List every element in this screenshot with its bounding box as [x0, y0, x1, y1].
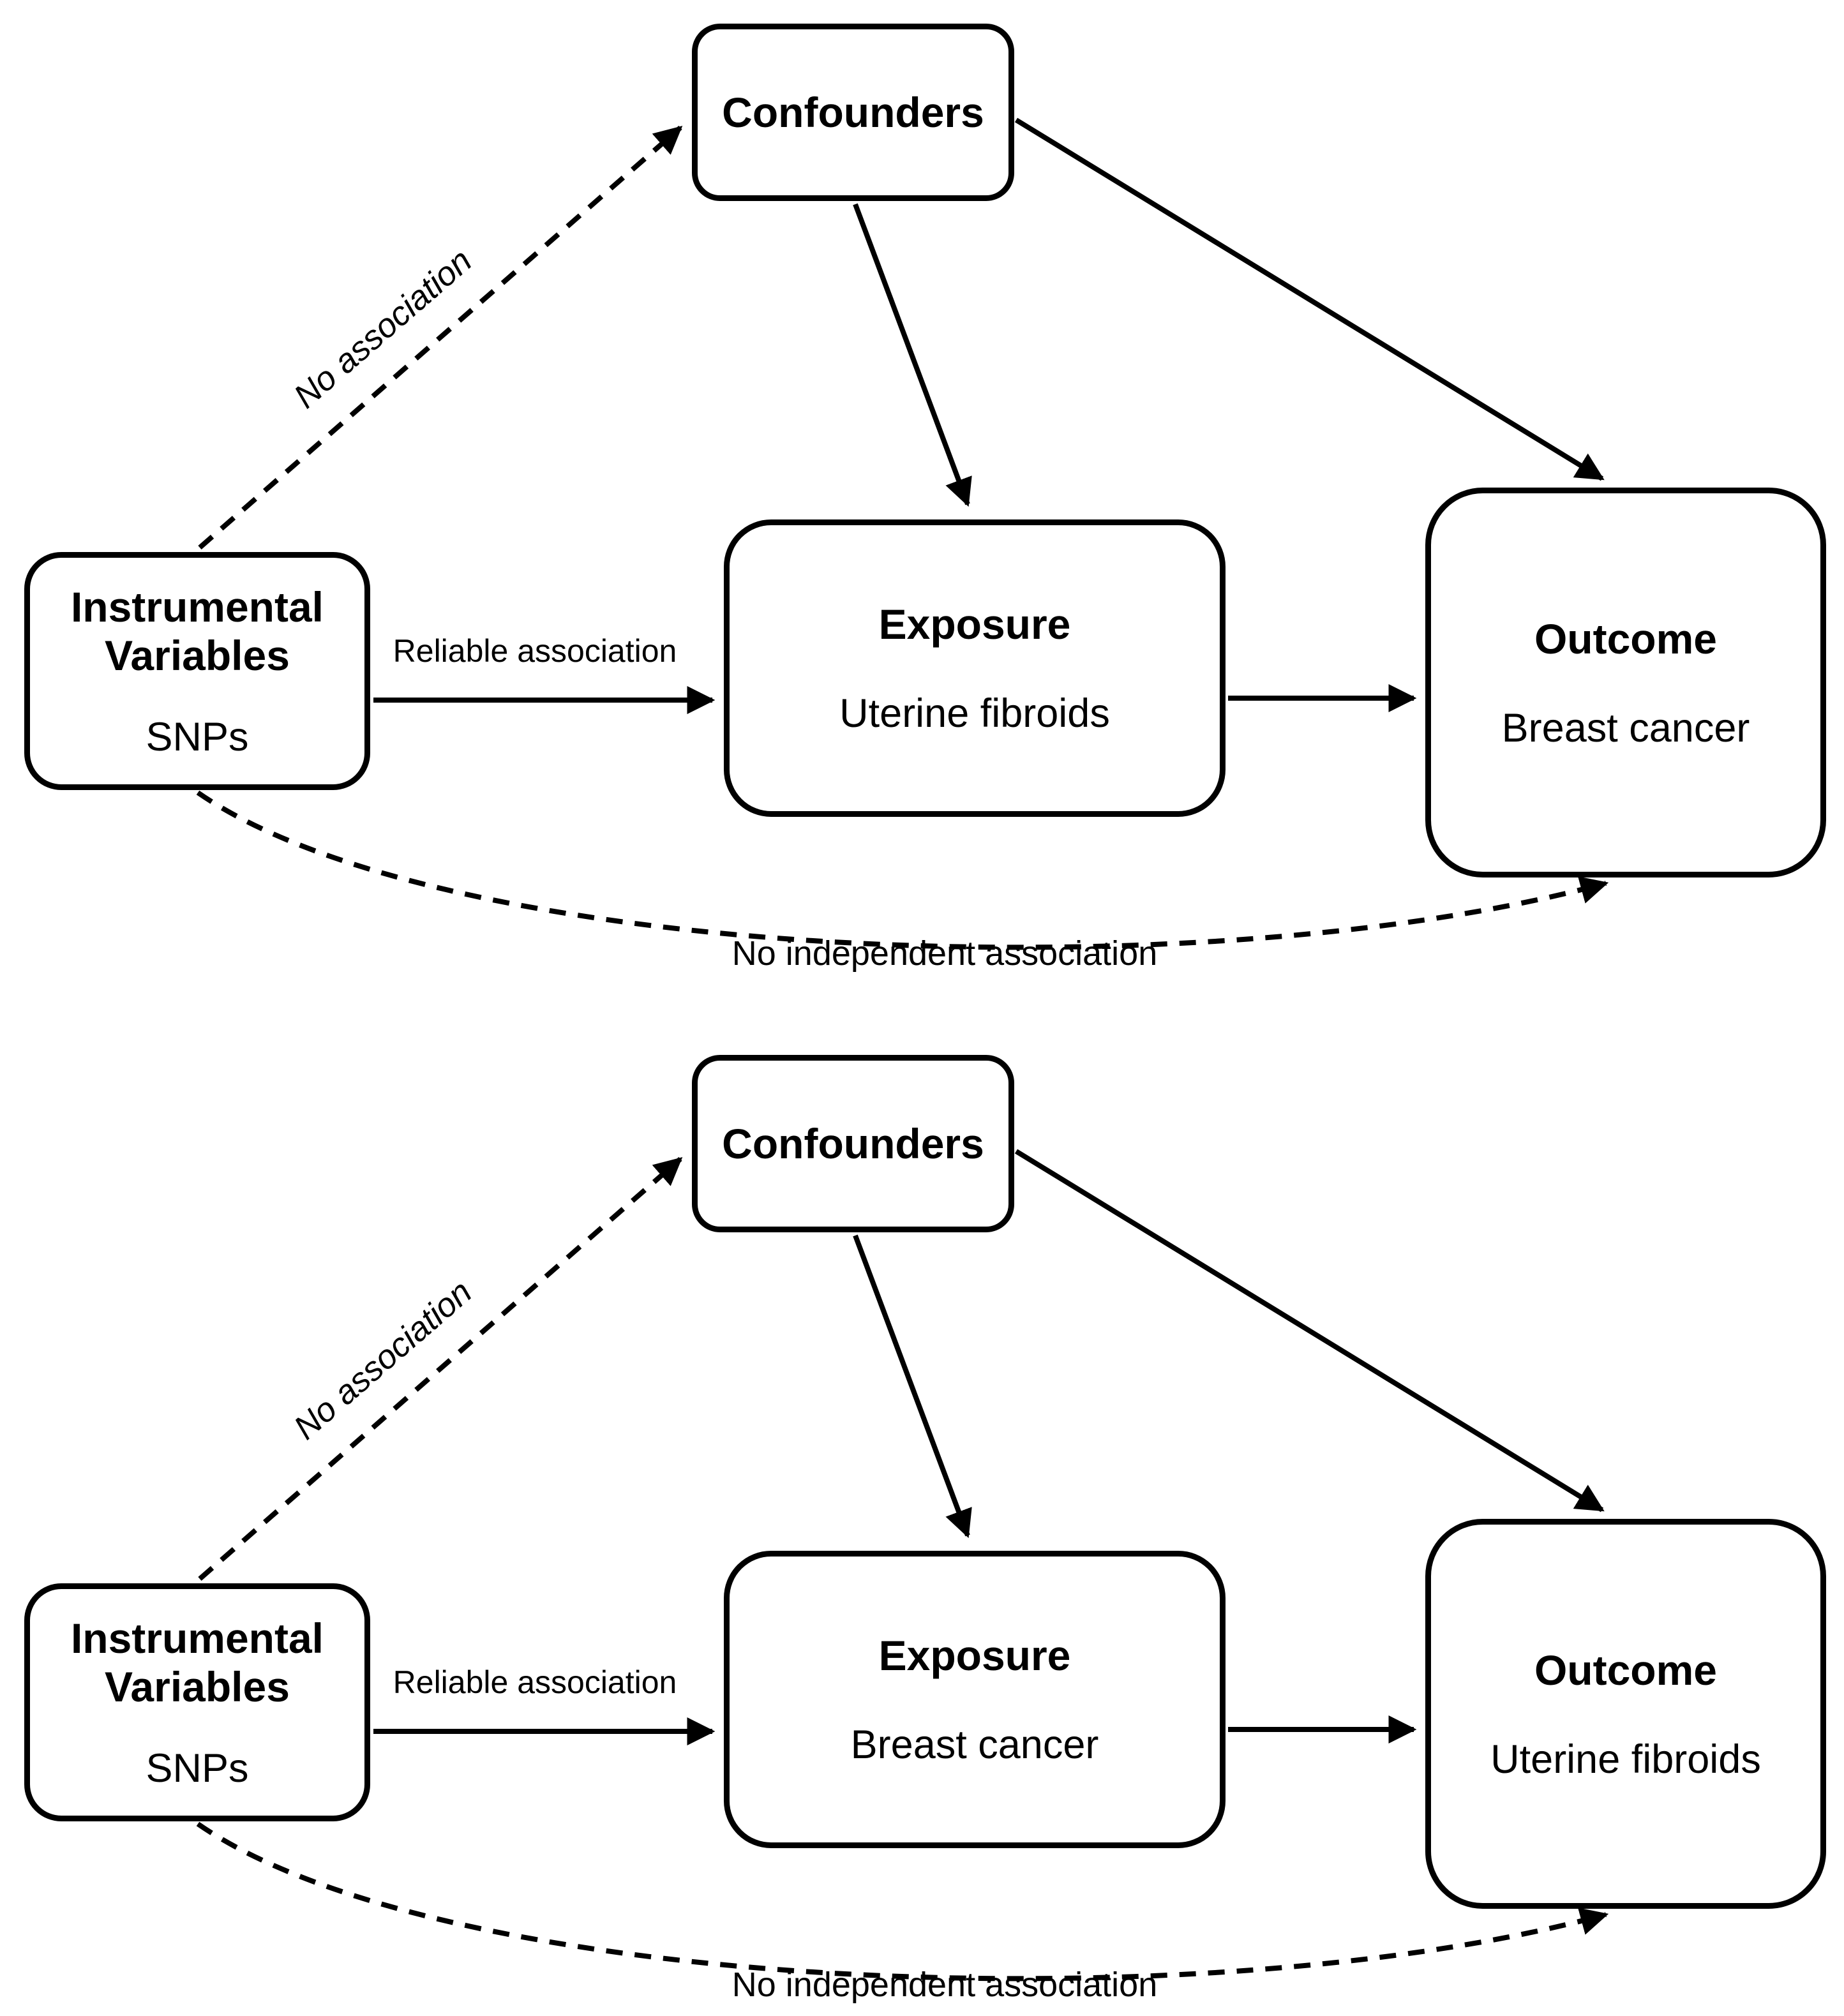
confounders-node: Confounders	[692, 1055, 1014, 1232]
iv-title: Instrumental Variables	[70, 1614, 324, 1711]
confounders-label: Confounders	[722, 88, 984, 136]
exposure-node: Exposure Uterine fibroids	[724, 519, 1226, 817]
exposure-title: Exposure	[878, 601, 1071, 648]
instrumental-variables-node: Instrumental Variables SNPs	[24, 552, 370, 790]
instrumental-variables-node: Instrumental Variables SNPs	[24, 1583, 370, 1821]
edges-layer-2	[196, 1149, 1609, 1982]
edge-iv-to-outcome-dashed-curve	[196, 790, 1609, 950]
mr-panel-reverse: Confounders Instrumental Variables SNPs …	[0, 1031, 1844, 2016]
edge-confounders-to-outcome	[1014, 1149, 1605, 1512]
outcome-title: Outcome	[1534, 615, 1718, 662]
reliable-association-label: Reliable association	[393, 1664, 677, 1700]
edges-layer-1	[196, 117, 1609, 950]
outcome-node: Outcome Breast cancer	[1425, 488, 1826, 877]
iv-subtitle: SNPs	[146, 714, 249, 759]
edge-confounders-to-outcome	[1014, 117, 1605, 481]
edge-confounders-to-exposure	[853, 1234, 972, 1539]
edge-confounders-to-exposure	[853, 203, 972, 507]
exposure-title: Exposure	[878, 1632, 1071, 1680]
mr-panel-forward: Confounders Instrumental Variables SNPs …	[0, 0, 1844, 996]
iv-title: Instrumental Variables	[70, 583, 324, 680]
outcome-title: Outcome	[1534, 1646, 1718, 1694]
outcome-subtitle: Uterine fibroids	[1490, 1736, 1761, 1782]
no-independent-association-label: No independent association	[731, 934, 1158, 973]
exposure-node: Exposure Breast cancer	[724, 1551, 1226, 1848]
exposure-subtitle: Breast cancer	[850, 1722, 1099, 1767]
outcome-node: Outcome Uterine fibroids	[1425, 1519, 1826, 1909]
exposure-subtitle: Uterine fibroids	[839, 691, 1110, 736]
no-independent-association-label: No independent association	[731, 1966, 1158, 2004]
edge-iv-to-confounders-dashed	[198, 125, 683, 550]
iv-subtitle: SNPs	[146, 1745, 249, 1791]
edge-iv-to-confounders-dashed	[198, 1156, 683, 1581]
edge-iv-to-outcome-dashed-curve	[196, 1821, 1609, 1982]
outcome-subtitle: Breast cancer	[1501, 705, 1750, 750]
reliable-association-label: Reliable association	[393, 633, 677, 669]
confounders-label: Confounders	[722, 1119, 984, 1167]
confounders-node: Confounders	[692, 24, 1014, 201]
